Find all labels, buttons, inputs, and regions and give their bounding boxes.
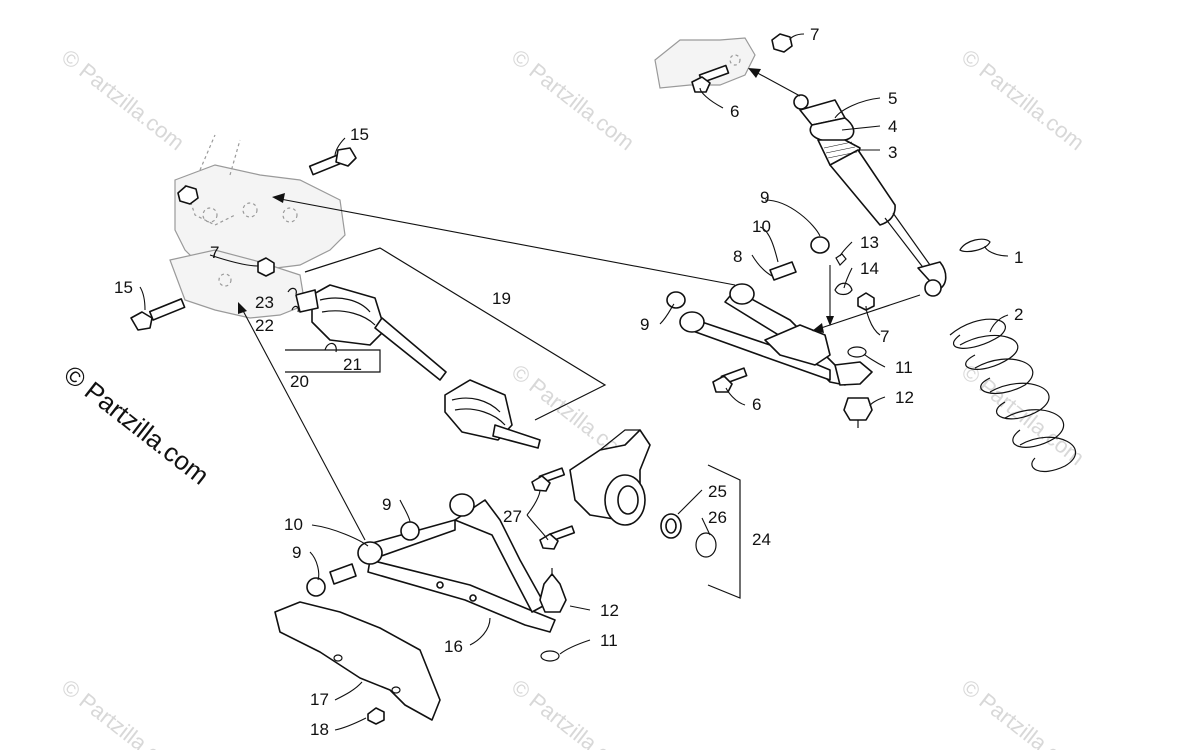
callout-15-upper: 15 xyxy=(350,125,369,144)
watermarks: © Partzilla.com © Partzilla.com © Partzi… xyxy=(57,44,1089,750)
ball-joint-12-lower xyxy=(539,568,567,613)
leader-lines xyxy=(139,33,1009,731)
callout-10-lower: 10 xyxy=(284,515,303,534)
axle-bracket-20 xyxy=(285,349,381,373)
callout-25: 25 xyxy=(708,482,727,501)
upper-a-arm xyxy=(679,283,873,386)
callout-27: 27 xyxy=(503,507,522,526)
callout-23: 23 xyxy=(255,293,274,312)
callout-18: 18 xyxy=(310,720,329,739)
callout-20: 20 xyxy=(290,372,309,391)
nut-7-top xyxy=(771,33,793,53)
callout-15-lower: 15 xyxy=(114,278,133,297)
callout-14: 14 xyxy=(860,259,879,278)
clip-23 xyxy=(287,287,297,295)
lower-a-arm xyxy=(357,493,556,633)
bushing-9-upper xyxy=(810,236,830,254)
bolt-15-upper xyxy=(308,147,357,176)
nut-upper-frame xyxy=(177,185,199,205)
callouts: 1 2 3 4 5 6 6 7 7 7 8 9 9 9 9 10 10 11 1… xyxy=(114,25,1023,739)
bushing-10-lower xyxy=(329,563,357,585)
clip-21 xyxy=(324,342,337,353)
callout-9-lower-a: 9 xyxy=(382,495,391,514)
callout-2: 2 xyxy=(1014,305,1023,324)
skid-plate-17 xyxy=(274,601,441,721)
callout-12-lower: 12 xyxy=(600,601,619,620)
assembly-arrows xyxy=(238,68,921,541)
watermark-7: © Partzilla.com xyxy=(507,674,639,750)
callout-6-arm: 6 xyxy=(752,395,761,414)
bracket-24 xyxy=(707,464,741,599)
callout-11-lower: 11 xyxy=(600,631,618,650)
callout-13: 13 xyxy=(860,233,879,252)
cotter-pin-13 xyxy=(835,253,847,266)
spring-retainer-1 xyxy=(959,238,991,253)
callout-10-upper: 10 xyxy=(752,217,771,236)
callout-22: 22 xyxy=(255,316,274,335)
bolt-6-top xyxy=(691,64,730,93)
callout-19: 19 xyxy=(492,289,511,308)
callout-21: 21 xyxy=(343,355,362,374)
callout-16: 16 xyxy=(444,637,463,656)
callout-9-upper: 9 xyxy=(760,188,769,207)
callout-1: 1 xyxy=(1014,248,1023,267)
callout-24: 24 xyxy=(752,530,771,549)
callout-11-upper: 11 xyxy=(895,358,913,377)
callout-17: 17 xyxy=(310,690,329,709)
callout-8: 8 xyxy=(733,247,742,266)
frame-mount-right xyxy=(654,37,756,89)
nut-7-arm xyxy=(857,292,875,311)
callout-4: 4 xyxy=(888,117,897,136)
bolt-27-lower xyxy=(539,525,576,550)
callout-12-upper: 12 xyxy=(895,388,914,407)
bolt-15-lower xyxy=(130,298,186,331)
snap-ring-26 xyxy=(695,532,717,558)
axle-bracket-19 xyxy=(304,247,607,421)
ball-joint-12-upper xyxy=(843,397,873,428)
callout-7-frame: 7 xyxy=(210,243,219,262)
snap-ring-11-upper xyxy=(847,346,867,358)
watermark-8: © Partzilla.com xyxy=(957,674,1089,750)
callout-9-left: 9 xyxy=(640,315,649,334)
callout-3: 3 xyxy=(888,143,897,162)
copyright-text: © Partzilla.com xyxy=(58,359,215,491)
watermark-3: © Partzilla.com xyxy=(957,44,1089,155)
coil-spring-2 xyxy=(949,318,1077,472)
bolt-27-upper xyxy=(531,467,566,492)
watermark-1: © Partzilla.com xyxy=(57,44,189,155)
callout-7-arm: 7 xyxy=(880,327,889,346)
clip-22 xyxy=(291,305,299,313)
bushing-9-lower-b xyxy=(306,577,326,597)
bolt-18 xyxy=(367,707,385,725)
snap-ring-11-lower xyxy=(540,650,560,662)
bushing-9-lower-a xyxy=(400,521,420,541)
bushing-8 xyxy=(769,261,797,281)
watermark-5: © Partzilla.com xyxy=(957,359,1089,470)
callout-26: 26 xyxy=(708,508,727,527)
callout-7-top: 7 xyxy=(810,25,819,44)
cv-axle xyxy=(295,284,541,449)
watermark-6: © Partzilla.com xyxy=(57,674,189,750)
bolt-6-arm xyxy=(712,367,748,393)
watermark-2: © Partzilla.com xyxy=(507,44,639,155)
nut-7-frame xyxy=(257,257,275,277)
knuckle-hub xyxy=(569,429,651,526)
callout-6-top: 6 xyxy=(730,102,739,121)
callout-5: 5 xyxy=(888,89,897,108)
shock-absorber xyxy=(793,94,947,297)
clip-14 xyxy=(834,282,853,296)
bearing-25 xyxy=(660,513,682,539)
callout-9-lower-b: 9 xyxy=(292,543,301,562)
bushing-9-left xyxy=(666,291,686,309)
